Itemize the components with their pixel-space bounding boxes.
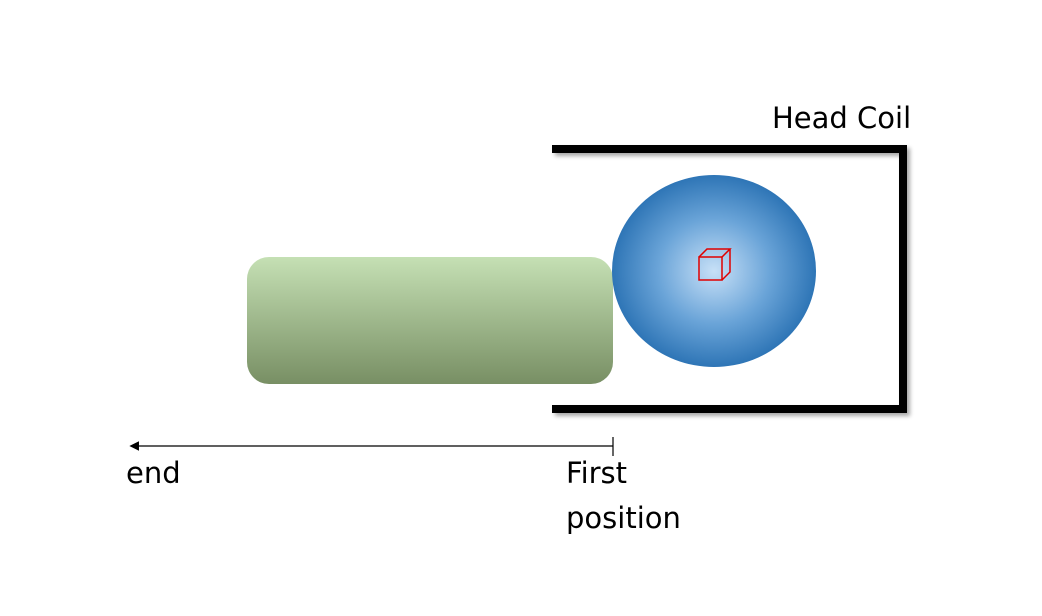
head-coil-frame: [552, 145, 907, 413]
first-position-label: First position: [566, 456, 681, 535]
end-label: end: [126, 456, 181, 490]
patient-body: [247, 257, 613, 384]
head-coil-label: Head Coil: [772, 101, 912, 135]
patient-head: [612, 175, 816, 367]
voxel-cube-icon: [698, 248, 732, 281]
